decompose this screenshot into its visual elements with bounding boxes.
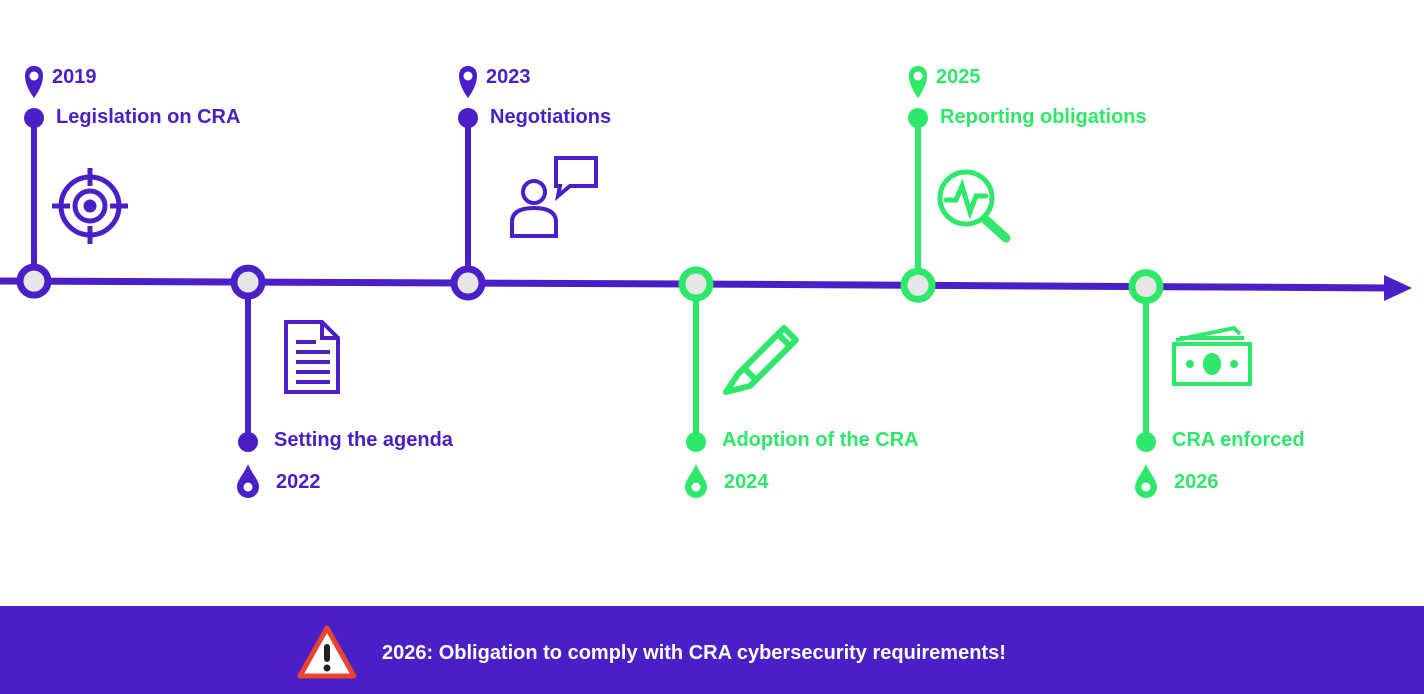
milestone-label: Reporting obligations bbox=[940, 106, 1147, 128]
milestone-dot bbox=[238, 432, 258, 452]
timeline-node bbox=[1128, 269, 1164, 305]
timeline-node bbox=[900, 267, 936, 303]
milestone-2022 bbox=[230, 264, 266, 498]
milestone-year: 2023 bbox=[486, 66, 531, 88]
location-pin-icon bbox=[25, 66, 43, 98]
milestone-year: 2026 bbox=[1174, 471, 1219, 493]
money-icon bbox=[1172, 325, 1252, 386]
target-icon bbox=[52, 168, 128, 244]
location-pin-icon bbox=[909, 66, 927, 98]
milestone-label: CRA enforced bbox=[1172, 429, 1305, 451]
banner-text: 2026: Obligation to comply with CRA cybe… bbox=[382, 642, 1006, 664]
milestone-label: Setting the agenda bbox=[274, 429, 453, 451]
milestone-year: 2024 bbox=[724, 471, 769, 493]
milestone-2026 bbox=[1128, 269, 1164, 498]
milestone-dot bbox=[908, 108, 928, 128]
milestone-dot bbox=[24, 108, 44, 128]
milestone-label: Adoption of the CRA bbox=[722, 429, 919, 451]
milestone-2024 bbox=[678, 266, 714, 498]
timeline-node bbox=[678, 266, 714, 302]
magnifier-pulse-icon bbox=[937, 169, 1011, 243]
timeline-axis-end bbox=[689, 280, 1393, 292]
timeline-node bbox=[16, 263, 52, 299]
milestone-year: 2025 bbox=[936, 66, 981, 88]
warning-icon bbox=[297, 625, 357, 679]
milestone-dot bbox=[458, 108, 478, 128]
drop-pin-icon bbox=[237, 464, 259, 498]
drop-pin-icon bbox=[685, 464, 707, 498]
timeline-node bbox=[230, 264, 266, 300]
timeline-axis-purple bbox=[0, 277, 691, 288]
milestone-2019 bbox=[16, 66, 52, 299]
person-speech-icon bbox=[510, 156, 598, 238]
milestone-year: 2019 bbox=[52, 66, 97, 88]
pencil-icon bbox=[723, 325, 799, 395]
milestone-dot bbox=[1136, 432, 1156, 452]
milestone-label: Legislation on CRA bbox=[56, 106, 241, 128]
timeline-arrowhead bbox=[1384, 275, 1412, 301]
location-pin-icon bbox=[459, 66, 477, 98]
milestone-label: Negotiations bbox=[490, 106, 612, 128]
milestone-2023 bbox=[450, 66, 486, 301]
milestone-2025 bbox=[900, 66, 936, 303]
milestone-dot bbox=[686, 432, 706, 452]
milestone-year: 2022 bbox=[276, 471, 321, 493]
banner bbox=[0, 606, 1424, 694]
timeline-node bbox=[450, 265, 486, 301]
drop-pin-icon bbox=[1135, 464, 1157, 498]
document-icon bbox=[284, 320, 340, 394]
